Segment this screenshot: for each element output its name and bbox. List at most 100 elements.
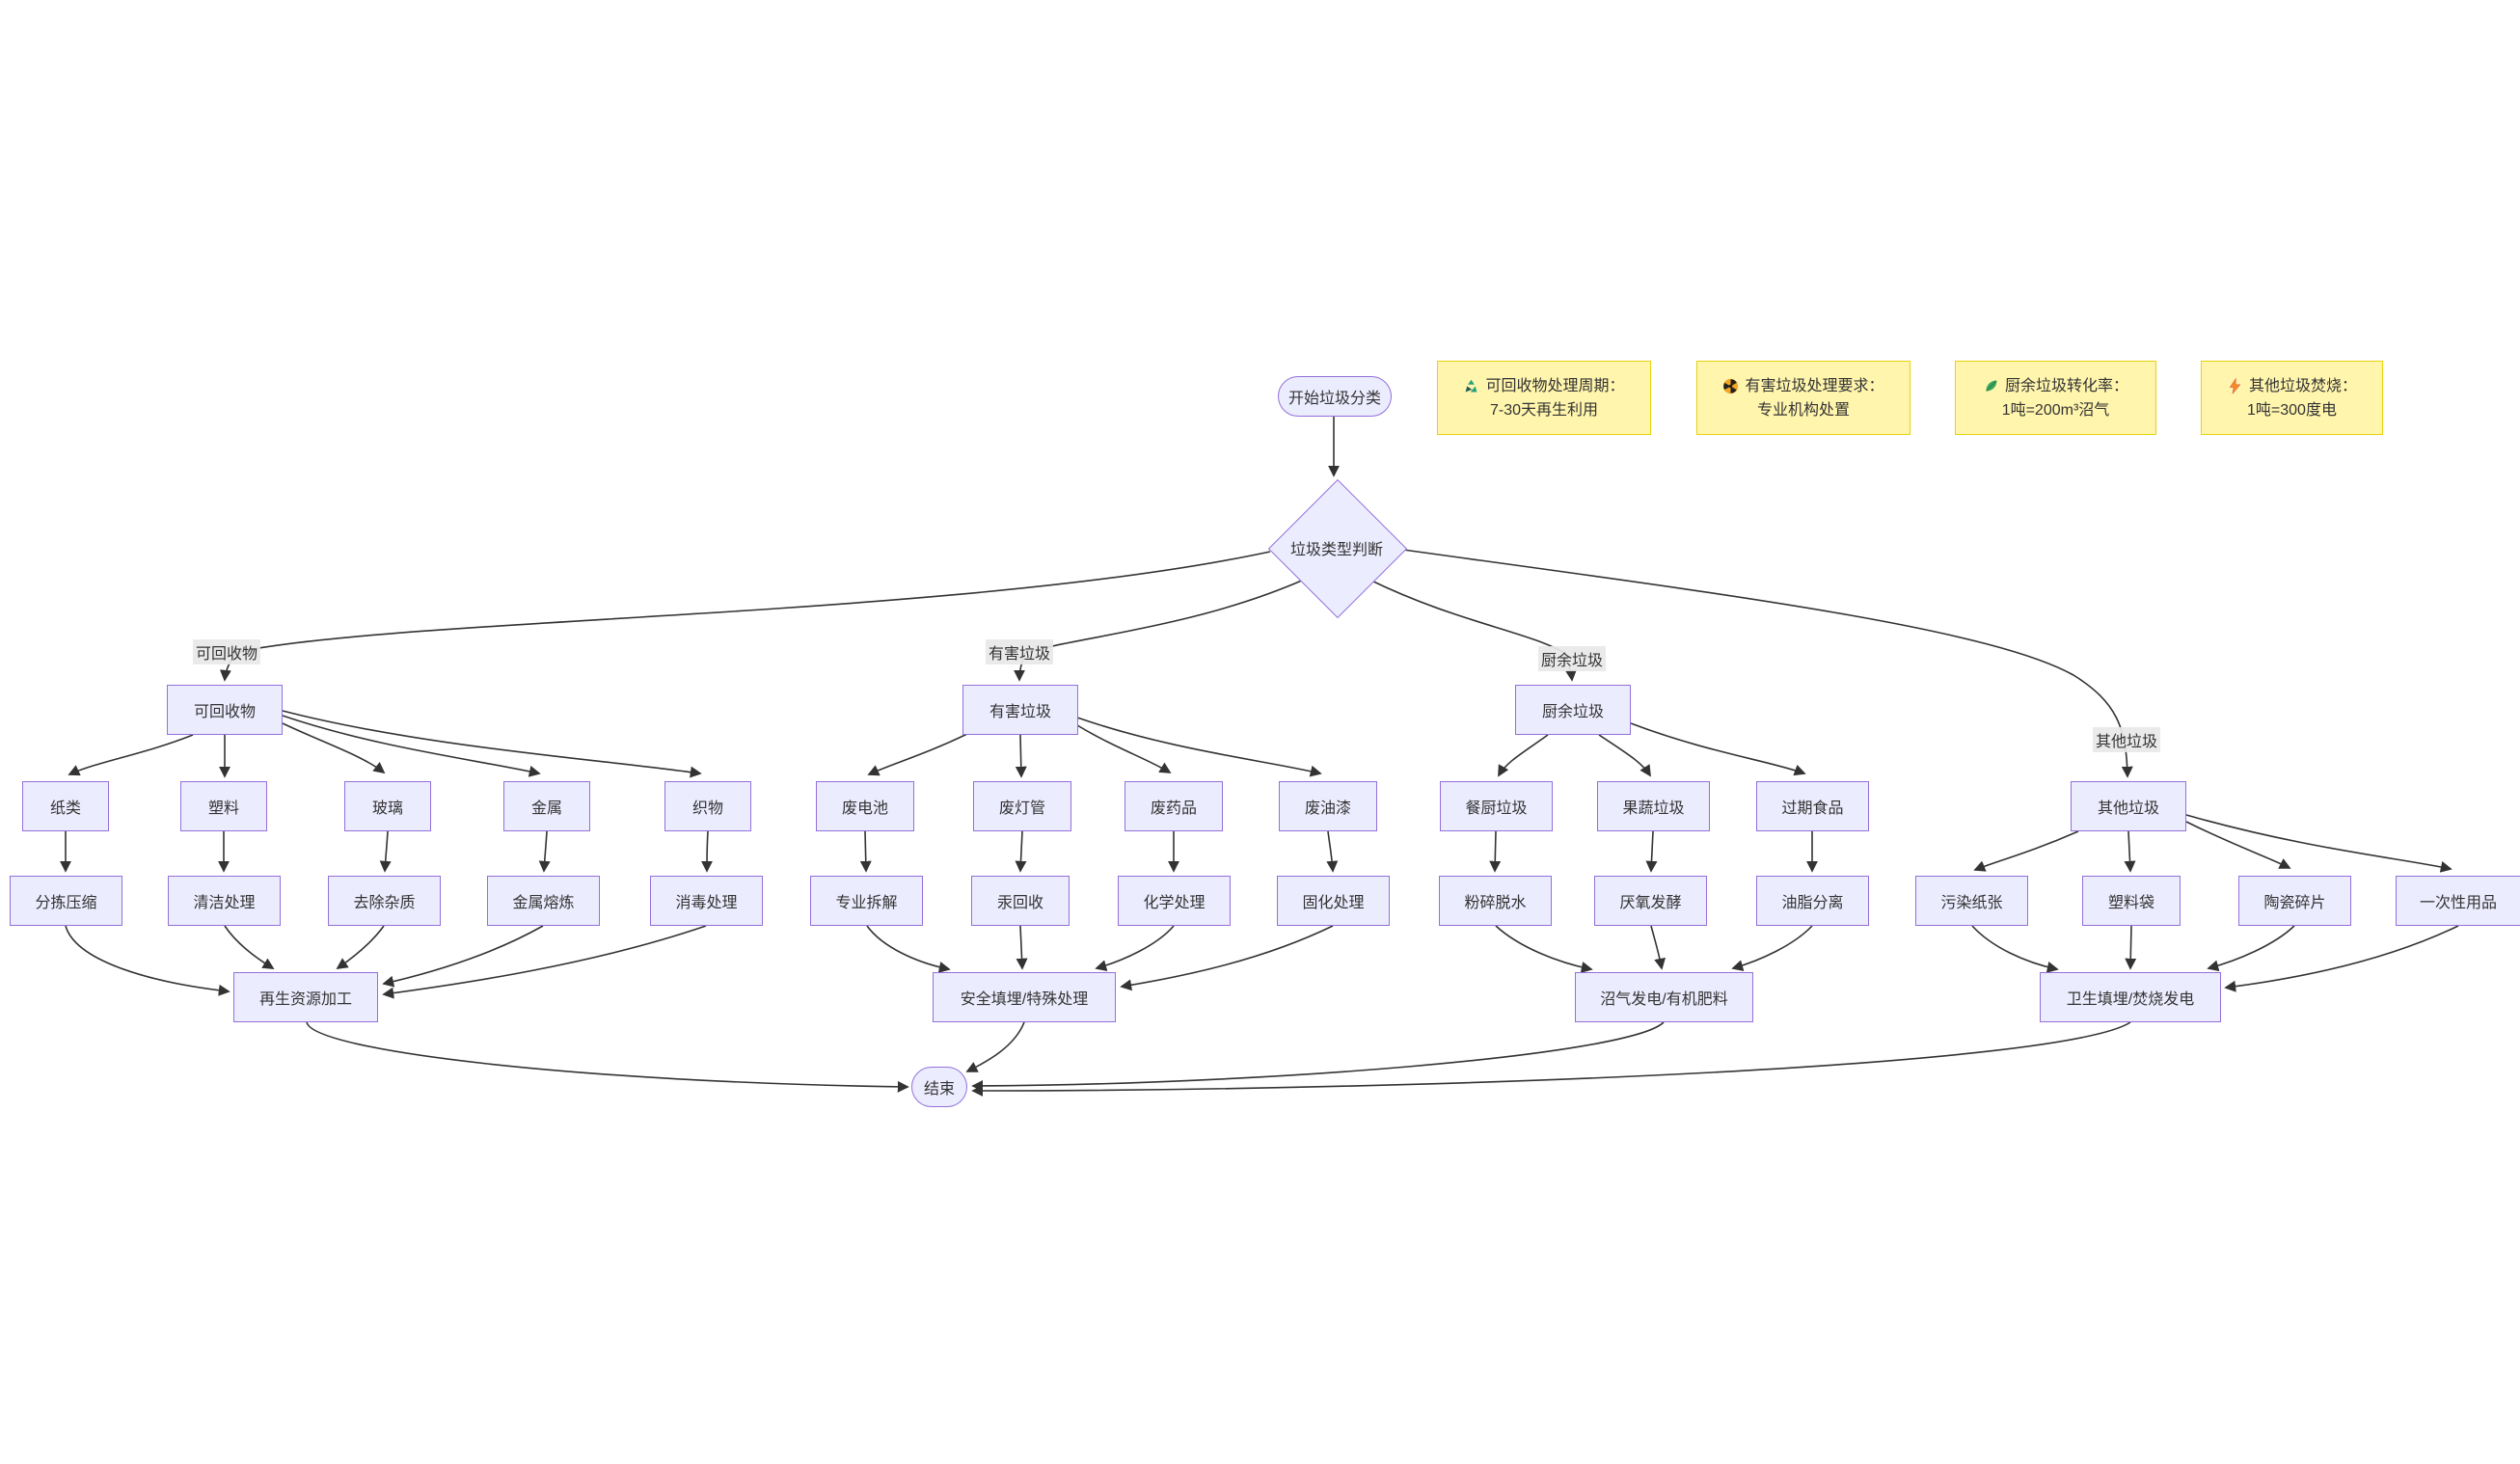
node-process-grease-separate: 油脂分离 <box>1756 876 1869 926</box>
edge-grease-biogas <box>1731 925 1813 971</box>
node-item-plastic: 塑料 <box>180 781 267 831</box>
node-process-clean: 清洁处理 <box>168 876 281 926</box>
node-outcome-recycle-plant: 再生资源加工 <box>233 972 378 1022</box>
edge-chemical-landfill <box>1095 925 1175 971</box>
edge-kitchen-food <box>1498 734 1549 777</box>
note-recyclable-cycle: 可回收物处理周期： 7-30天再生利用 <box>1437 361 1651 435</box>
node-item-expired-food: 过期食品 <box>1756 781 1869 831</box>
node-item-food-waste: 餐厨垃圾 <box>1440 781 1553 831</box>
node-category-recyclable: 可回收物 <box>167 685 283 735</box>
node-item-paint: 废油漆 <box>1279 781 1377 831</box>
edge-label-kitchen: 厨余垃圾 <box>1537 646 1607 671</box>
edge-lamp-process <box>1015 830 1027 873</box>
node-item-lamp: 废灯管 <box>973 781 1071 831</box>
node-item-medicine: 废药品 <box>1125 781 1223 831</box>
node-process-disinfect: 消毒处理 <box>650 876 763 926</box>
node-item-plastic-bag: 塑料袋 <box>2082 876 2181 926</box>
edge-ceramic-incinerate <box>2207 925 2295 972</box>
node-item-ceramic: 陶瓷碎片 <box>2238 876 2351 926</box>
edge-hazardous-battery <box>867 732 970 776</box>
node-process-anaerobic: 厌氧发酵 <box>1594 876 1707 926</box>
note-body: 专业机构处置 <box>1756 401 1850 419</box>
node-category-other: 其他垃圾 <box>2071 781 2186 831</box>
lightning-icon <box>2227 377 2243 394</box>
edge-other-ceramic <box>2185 821 2291 869</box>
edge-decision-recyclable <box>219 551 1271 682</box>
node-item-fruit-veg: 果蔬垃圾 <box>1597 781 1710 831</box>
node-item-glass: 玻璃 <box>344 781 431 831</box>
note-other-incineration: 其他垃圾焚烧： 1吨=300度电 <box>2201 361 2383 435</box>
node-category-hazardous: 有害垃圾 <box>962 685 1078 735</box>
edge-glass-process <box>379 830 392 873</box>
edge-other-plasticbag <box>2124 830 2136 873</box>
node-item-fabric: 织物 <box>664 781 751 831</box>
node-outcome-safe-landfill: 安全填埋/特殊处理 <box>933 972 1116 1022</box>
edge-disinfect-recycleplant <box>382 925 707 999</box>
edge-recyclable-glass <box>282 722 386 774</box>
recycle-icon <box>1463 378 1479 394</box>
edge-sort-recycleplant <box>65 925 230 996</box>
radioactive-icon <box>1722 378 1739 394</box>
node-process-sort-compress: 分拣压缩 <box>10 876 122 926</box>
note-body: 7-30天再生利用 <box>1489 401 1599 419</box>
edge-recyclable-paper <box>68 734 194 776</box>
edge-battery-process <box>859 830 872 873</box>
edge-decision-other <box>1402 549 2133 778</box>
edge-dismantle-landfill <box>866 925 951 973</box>
edge-disposable-incinerate <box>2224 925 2459 992</box>
edge-incinerate-end <box>971 1021 2131 1097</box>
edge-label-other: 其他垃圾 <box>2092 727 2161 752</box>
node-end: 结束 <box>911 1067 967 1107</box>
edge-decision-hazardous <box>1014 579 1305 682</box>
node-start: 开始垃圾分类 <box>1278 376 1392 417</box>
edge-dirtypaper-incinerate <box>1971 925 2059 973</box>
edge-impurity-recycleplant <box>336 925 385 970</box>
edge-hazardous-lamp <box>1015 734 1027 778</box>
edge-metal-process <box>538 830 551 873</box>
edge-recyclable-fabric <box>282 710 702 778</box>
edge-recycleplant-end <box>306 1021 909 1093</box>
edge-clean-recycleplant <box>224 925 275 969</box>
edge-landfill-end <box>965 1021 1025 1072</box>
node-process-crush-dewater: 粉碎脱水 <box>1439 876 1552 926</box>
node-outcome-incineration: 卫生填埋/焚烧发电 <box>2040 972 2221 1022</box>
node-item-dirty-paper: 污染纸张 <box>1915 876 2028 926</box>
edge-solidify-landfill <box>1120 925 1334 991</box>
edge-other-disposable <box>2185 814 2452 873</box>
note-body: 1吨=300度电 <box>2247 401 2337 419</box>
node-item-disposable: 一次性用品 <box>2396 876 2520 926</box>
node-process-remove-impurity: 去除杂质 <box>328 876 441 926</box>
note-body: 1吨=200m³沼气 <box>2001 401 2110 419</box>
edge-other-dirtypaper <box>1973 830 2079 872</box>
edge-hazardous-medicine <box>1076 724 1172 773</box>
note-title: 可回收物处理周期： <box>1485 377 1625 394</box>
edge-plasticbag-incinerate <box>2125 925 2137 970</box>
edge-recyclable-metal <box>282 715 541 777</box>
node-outcome-biogas-fertilizer: 沼气发电/有机肥料 <box>1575 972 1753 1022</box>
node-process-solidify: 固化处理 <box>1277 876 1390 926</box>
node-process-mercury-recovery: 汞回收 <box>971 876 1070 926</box>
decision-label: 垃圾类型判断 <box>1289 542 1384 558</box>
edge-crush-biogas <box>1495 925 1593 973</box>
node-item-metal: 金属 <box>503 781 590 831</box>
edge-paint-process <box>1326 830 1339 873</box>
edge-food-process <box>1489 830 1502 873</box>
node-category-kitchen: 厨余垃圾 <box>1515 685 1631 735</box>
node-process-smelt: 金属熔炼 <box>487 876 600 926</box>
note-title: 其他垃圾焚烧： <box>2248 377 2357 394</box>
edge-fabric-process <box>701 830 714 873</box>
edge-biogas-end <box>971 1021 1665 1092</box>
node-process-dismantle: 专业拆解 <box>810 876 923 926</box>
node-item-paper: 纸类 <box>22 781 109 831</box>
note-kitchen-conversion: 厨余垃圾转化率： 1吨=200m³沼气 <box>1955 361 2156 435</box>
note-hazardous-requirement: 有害垃圾处理要求： 专业机构处置 <box>1696 361 1910 435</box>
edge-kitchen-fruit <box>1598 734 1651 777</box>
leaf-icon <box>1983 378 1999 394</box>
edge-kitchen-expired <box>1630 722 1806 776</box>
edge-smelt-recycleplant <box>382 925 544 988</box>
edge-hazardous-paint <box>1076 717 1322 777</box>
edge-label-hazardous: 有害垃圾 <box>985 639 1054 664</box>
node-process-chemical: 化学处理 <box>1118 876 1231 926</box>
